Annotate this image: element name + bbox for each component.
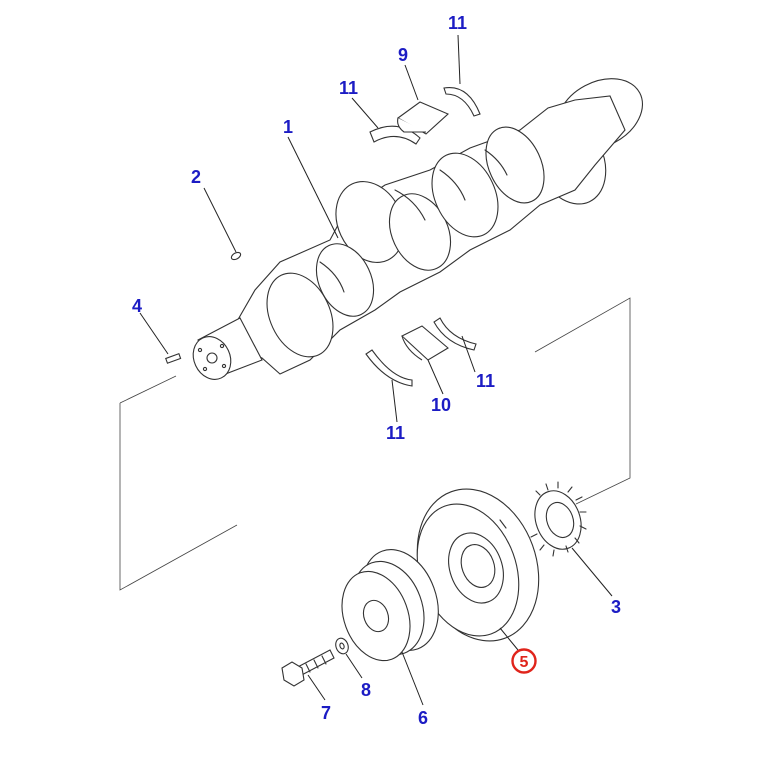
assembly-frame [119,297,631,591]
callout-11c: 11 [476,371,495,391]
callout-5-highlight: 5 [511,648,537,674]
vibration-damper [416,488,540,642]
callout-1: 1 [283,117,293,137]
callout-10: 10 [431,395,451,415]
callout-11b: 11 [448,13,467,33]
callout-11d: 11 [386,423,405,443]
bolt [281,649,335,687]
crank-pulley [341,549,439,662]
callout-5: 5 [520,654,529,671]
callout-7: 7 [321,703,331,723]
woodruff-key [230,251,242,261]
lower-bearing-set [365,317,477,387]
callout-6: 6 [418,708,428,728]
callout-3: 3 [611,597,621,617]
crank-gear [530,481,587,557]
callout-8: 8 [361,680,371,700]
leader-lines [139,34,613,706]
callout-9: 9 [398,45,408,65]
callout-4: 4 [132,296,142,316]
crankshaft [192,78,644,380]
washer [335,637,349,655]
dowel-pin [165,353,182,364]
callout-2: 2 [191,167,201,187]
upper-bearing-set [369,86,481,145]
callout-labels: 1 2 3 4 6 7 8 9 10 11 11 11 11 [132,13,621,728]
callout-11a: 11 [339,78,358,98]
